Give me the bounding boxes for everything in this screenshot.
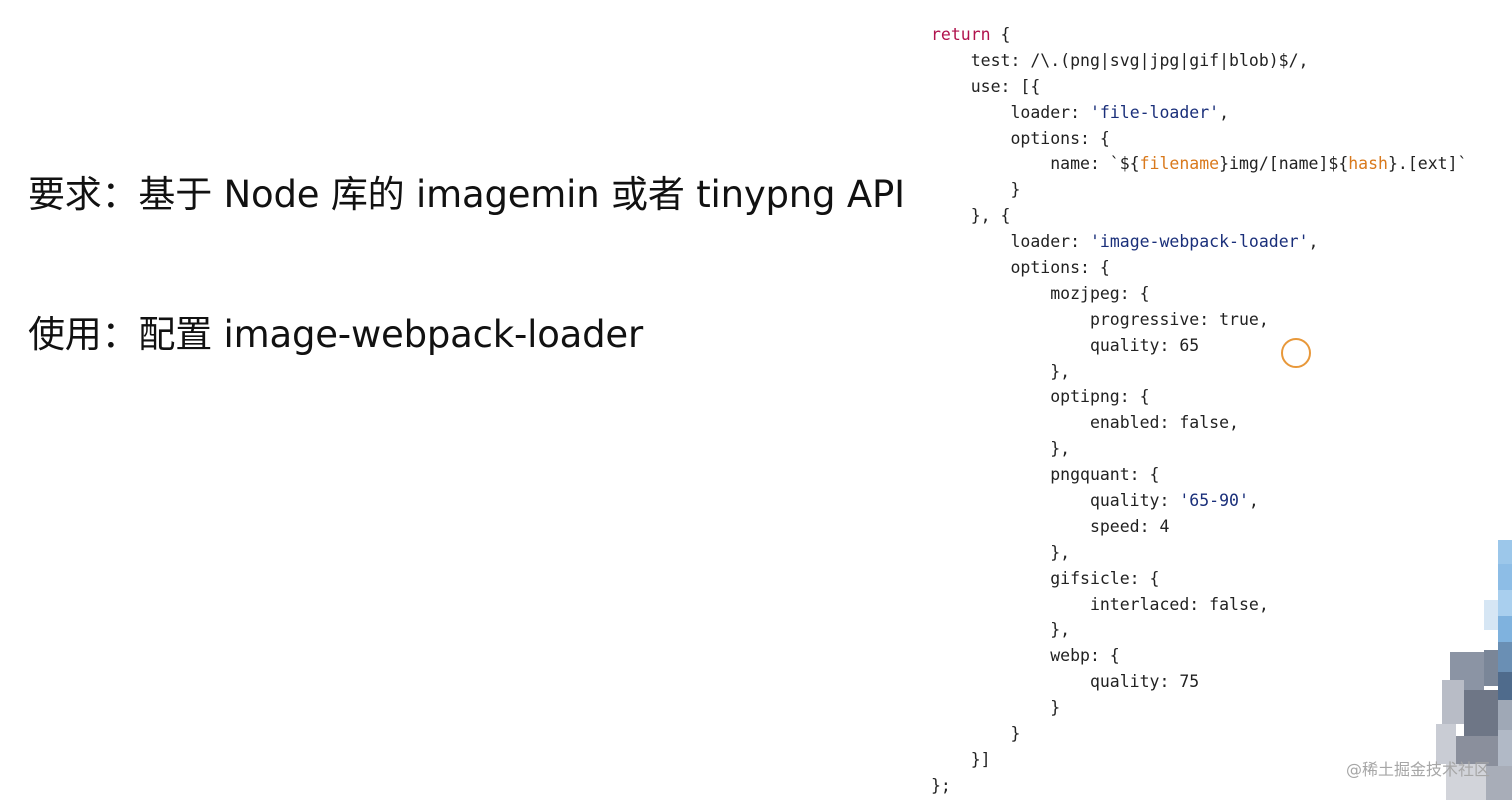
code-token: mozjpeg: { [931, 283, 1150, 303]
code-line: }; [931, 773, 1506, 799]
code-line: optipng: { [931, 384, 1506, 410]
code-line: quality: '65-90', [931, 488, 1506, 514]
code-line: quality: 75 [931, 669, 1506, 695]
code-token: pngquant: { [931, 465, 1160, 485]
code-token: }; [931, 775, 951, 795]
blur-pixel [1436, 724, 1456, 764]
code-line: }, [931, 617, 1506, 643]
usage-text: 使用：配置 image-webpack-loader [28, 313, 644, 356]
code-token: loader: [931, 102, 1090, 122]
watermark: @稀土掘金技术社区 [1345, 760, 1490, 779]
code-token: use: [{ [931, 76, 1041, 96]
code-token-str: 'image-webpack-loader' [1089, 232, 1309, 252]
blur-pixel [1498, 590, 1512, 616]
blur-pixel [1498, 642, 1512, 672]
code-line: loader: 'file-loader', [931, 100, 1506, 126]
code-line: } [931, 721, 1506, 747]
code-token: }, [931, 361, 1071, 381]
requirement-text: 要求：基于 Node 库的 imagemin 或者 tinypng API [28, 173, 905, 216]
code-line: pngquant: { [931, 462, 1506, 488]
code-token: speed: 4 [931, 516, 1170, 536]
code-token: test: /\.(png|svg|jpg|gif|blob)$/, [931, 50, 1309, 70]
code-token: }, { [931, 206, 1011, 226]
blur-pixel [1484, 600, 1498, 630]
code-line: }, [931, 540, 1506, 566]
code-token: quality: [931, 491, 1180, 511]
code-token: }img/[name]${ [1219, 154, 1349, 174]
code-line: progressive: true, [931, 307, 1506, 333]
code-line: gifsicle: { [931, 566, 1506, 592]
blur-pixel [1498, 616, 1512, 642]
code-token-var: filename [1139, 154, 1220, 174]
code-token: } [931, 724, 1021, 744]
code-line: }, [931, 436, 1506, 462]
code-token: } [931, 698, 1061, 718]
code-token: }, [931, 542, 1071, 562]
code-token: } [931, 180, 1021, 200]
blur-pixel [1464, 690, 1498, 738]
blur-pixel [1498, 730, 1512, 766]
code-token: progressive: true, [931, 309, 1269, 329]
code-token: options: { [931, 128, 1110, 148]
code-line: } [931, 177, 1506, 203]
code-line: webp: { [931, 643, 1506, 669]
code-line: enabled: false, [931, 410, 1506, 436]
code-line: interlaced: false, [931, 592, 1506, 618]
mouse-cursor-highlight [1281, 338, 1311, 368]
code-token: name: `${ [931, 154, 1140, 174]
blurred-webcam-overlay [1436, 540, 1512, 800]
code-line: }, { [931, 203, 1506, 229]
code-token: , [1248, 491, 1259, 511]
code-line: options: { [931, 255, 1506, 281]
blur-pixel [1498, 700, 1512, 730]
blur-pixel [1498, 540, 1512, 564]
code-token-kw: return [931, 25, 991, 44]
code-token: }, [931, 439, 1071, 459]
code-line: return { [931, 22, 1506, 48]
code-token: gifsicle: { [931, 568, 1160, 588]
code-token: , [1219, 102, 1230, 122]
code-line: }, [931, 359, 1506, 385]
code-line: use: [{ [931, 74, 1506, 100]
blur-pixel [1498, 564, 1512, 590]
code-token: }, [931, 620, 1071, 640]
blur-pixel [1486, 766, 1512, 800]
blur-pixel [1484, 650, 1498, 686]
code-token: }.[ext]` [1388, 154, 1468, 174]
code-line: options: { [931, 126, 1506, 152]
code-line: test: /\.(png|svg|jpg|gif|blob)$/, [931, 48, 1506, 74]
code-line: name: `${filename}img/[name]${hash}.[ext… [931, 151, 1506, 177]
code-line: }] [931, 747, 1506, 773]
code-token: quality: 75 [931, 672, 1200, 692]
blur-pixel [1442, 680, 1464, 724]
code-line: } [931, 695, 1506, 721]
code-token-str: '65-90' [1179, 491, 1249, 511]
code-block: return { test: /\.(png|svg|jpg|gif|blob)… [931, 22, 1506, 799]
code-token: }] [931, 749, 991, 769]
code-line: loader: 'image-webpack-loader', [931, 229, 1506, 255]
code-line: speed: 4 [931, 514, 1506, 540]
code-token: options: { [931, 258, 1110, 278]
blur-pixel [1446, 764, 1486, 800]
code-token: interlaced: false, [931, 594, 1269, 614]
blur-pixel [1498, 672, 1512, 700]
code-token-var: hash [1348, 154, 1388, 174]
code-token: webp: { [931, 646, 1120, 666]
code-line: mozjpeg: { [931, 281, 1506, 307]
code-token: optipng: { [931, 387, 1150, 407]
code-token: quality: 65 [931, 335, 1200, 355]
code-token-str: 'file-loader' [1089, 102, 1220, 122]
code-line: quality: 65 [931, 333, 1506, 359]
code-token: { [990, 25, 1011, 44]
code-token: enabled: false, [931, 413, 1239, 433]
code-token: , [1308, 232, 1319, 252]
code-token: loader: [931, 232, 1090, 252]
